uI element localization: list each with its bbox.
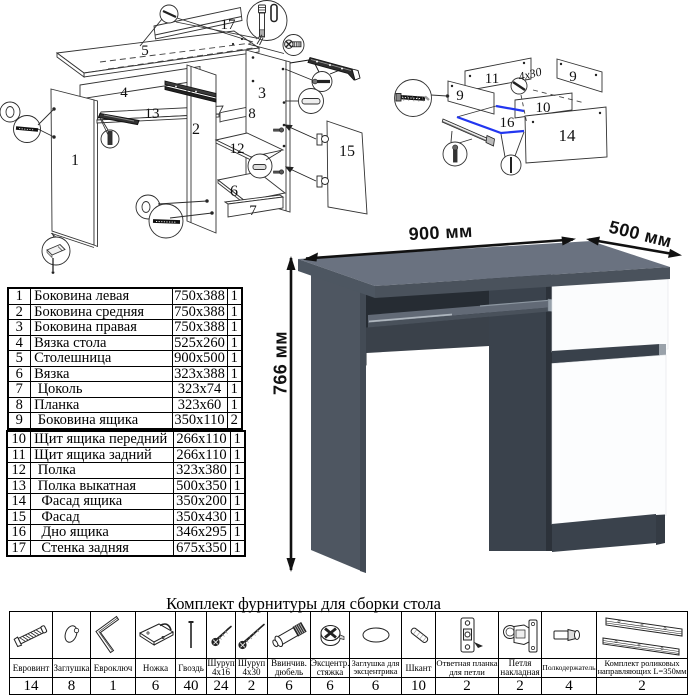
svg-text:500 мм: 500 мм <box>607 217 674 252</box>
svg-text:5: 5 <box>141 43 149 59</box>
svg-text:16: 16 <box>500 115 516 131</box>
svg-text:15: 15 <box>339 143 355 160</box>
svg-text:13: 13 <box>145 106 160 122</box>
svg-text:4: 4 <box>120 85 128 101</box>
svg-text:11: 11 <box>485 71 499 87</box>
svg-text:3: 3 <box>258 85 266 102</box>
svg-text:9: 9 <box>569 69 577 85</box>
svg-text:2: 2 <box>192 121 200 138</box>
svg-text:1: 1 <box>71 152 79 169</box>
svg-text:17: 17 <box>221 17 237 33</box>
svg-text:8: 8 <box>248 106 256 122</box>
svg-text:7: 7 <box>249 203 257 219</box>
svg-text:766 мм: 766 мм <box>271 331 291 395</box>
svg-text:900 мм: 900 мм <box>408 221 473 244</box>
svg-text:10: 10 <box>536 100 551 116</box>
svg-text:9: 9 <box>456 88 464 104</box>
svg-text:12: 12 <box>230 141 245 157</box>
svg-text:4х30: 4х30 <box>517 65 543 84</box>
svg-text:14: 14 <box>559 126 577 145</box>
svg-text:6: 6 <box>230 183 238 200</box>
